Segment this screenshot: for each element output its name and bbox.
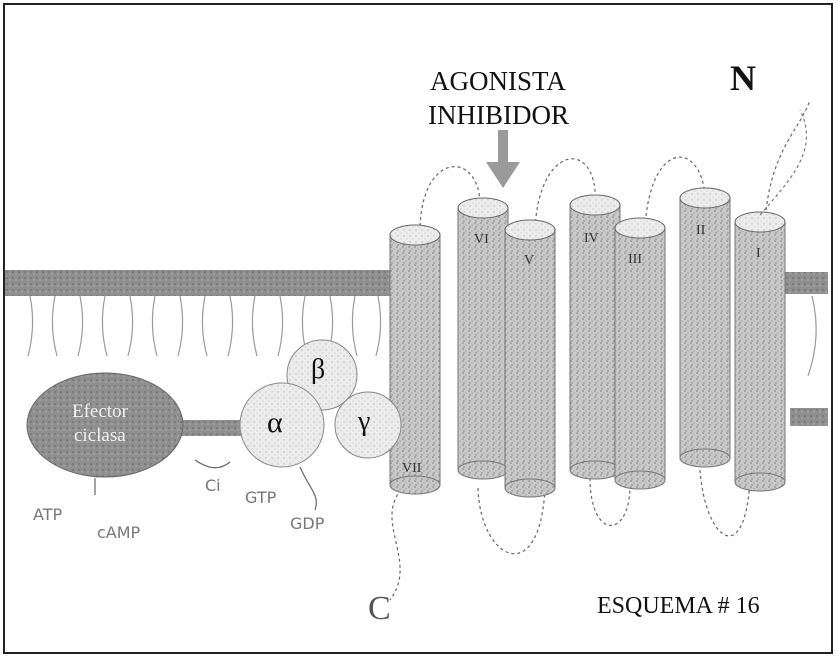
gdp-label: GDP	[290, 516, 324, 532]
membrane-outer-band	[5, 270, 395, 296]
agonist-label-line2: INHIBIDOR	[428, 102, 569, 129]
n-terminal-label: N	[730, 60, 756, 96]
effector-label-line2: ciclasa	[74, 426, 126, 445]
n-terminal-tail	[760, 110, 806, 215]
diagram-caption: ESQUEMA # 16	[597, 594, 760, 618]
camp-label: cAMP	[97, 525, 140, 541]
helix-label-vi: VI	[474, 233, 489, 247]
alpha-label: α	[267, 408, 283, 438]
agonist-arrow	[486, 130, 520, 188]
helix-label-iii: III	[628, 253, 642, 267]
helix-label-iv: IV	[584, 232, 599, 246]
membrane-inner-band-right	[790, 408, 828, 426]
atp-label: ATP	[33, 507, 62, 523]
c-terminal-label: C	[368, 592, 391, 626]
agonist-label-line1: AGONISTA	[430, 68, 566, 95]
intracellular-loops	[390, 470, 750, 600]
ci-label: Ci	[205, 478, 221, 494]
helix-label-i: I	[756, 247, 761, 261]
helix-label-ii: II	[696, 224, 705, 238]
helix-vii	[390, 225, 440, 494]
effector-label-line1: Efector	[72, 402, 128, 421]
helix-label-v: V	[524, 254, 534, 268]
gamma-label: γ	[358, 408, 370, 436]
beta-label: β	[311, 356, 325, 384]
gtp-label: GTP	[245, 490, 276, 506]
helix-label-vii: VII	[402, 462, 421, 476]
membrane-outer-band-right	[780, 272, 828, 294]
